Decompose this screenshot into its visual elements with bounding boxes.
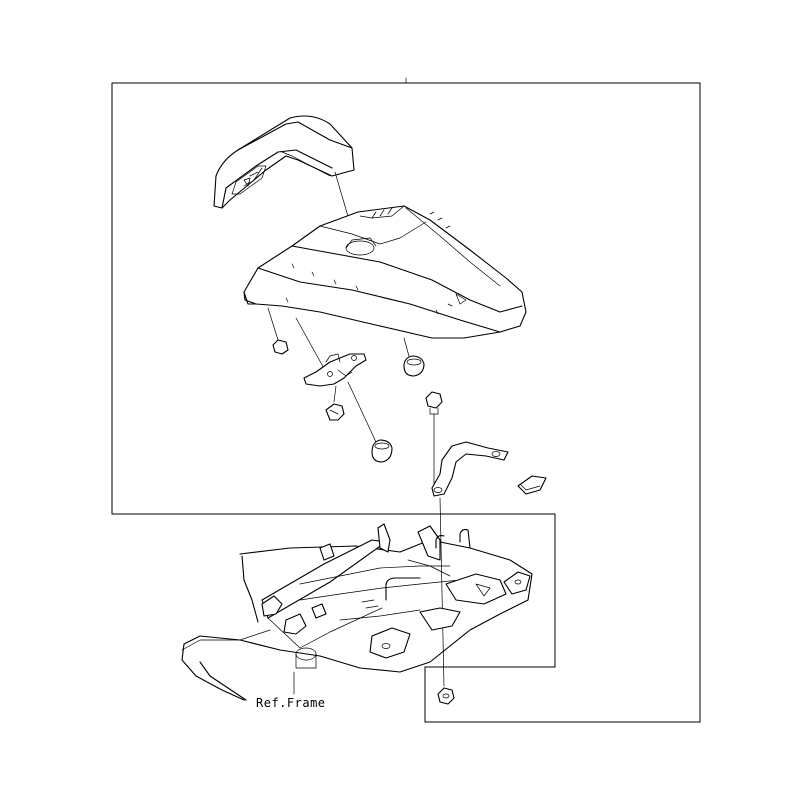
rubber-damper-left: [267, 307, 289, 355]
assembly-group-frame: [111, 82, 701, 723]
seat-cowl: [243, 205, 527, 339]
bolt-right: [425, 391, 443, 489]
rubber-damper-center: [347, 381, 393, 463]
rear-frame: [181, 523, 533, 701]
seat-cowl-cover: [213, 115, 355, 209]
rubber-damper-right: [403, 337, 425, 377]
latch-bracket: [295, 317, 367, 387]
flange-nut: [437, 687, 455, 705]
ref-frame-label: Ref.Frame: [256, 696, 326, 710]
mounting-bracket: [431, 441, 509, 497]
fastener-leader-line: [439, 497, 445, 687]
clip-nut: [517, 475, 547, 495]
bolt-left: [325, 385, 345, 421]
